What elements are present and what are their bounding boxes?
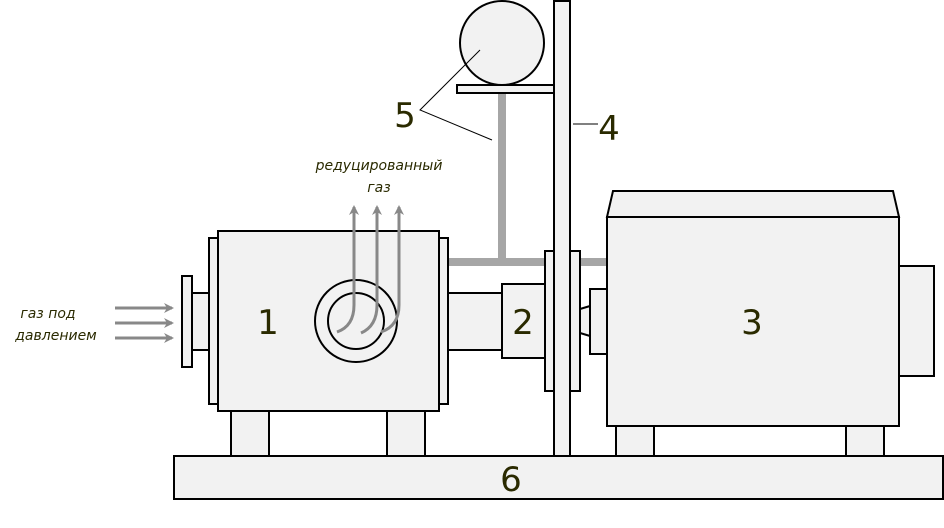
label-2: 2 [512,303,534,343]
leader-lines [419,49,598,141]
shelf [456,84,555,94]
foot [230,410,270,457]
generator [579,190,935,427]
pipe [448,92,607,266]
label-6: 6 [500,460,522,500]
sensor-ball [459,0,545,86]
shaft [447,292,503,351]
coupling-plate [569,250,581,392]
outlet-label-line1: редуцированный [315,158,443,174]
outlet-label-line2: газ [367,180,390,196]
base-frame [173,455,944,500]
expander [181,230,449,412]
inlet-label-line1: газ под [20,306,75,322]
label-3: 3 [741,303,763,343]
inlet-gas-arrows [115,303,174,343]
foot [615,425,655,457]
label-5: 5 [394,96,416,136]
inlet-label-line2: давлением [14,328,97,344]
coupling-plate [544,250,555,392]
support-post [553,0,571,457]
label-4: 4 [598,109,620,149]
foot [386,410,426,457]
outlet-gas-arrows [336,205,404,335]
foot [845,425,885,457]
label-1: 1 [257,303,279,343]
